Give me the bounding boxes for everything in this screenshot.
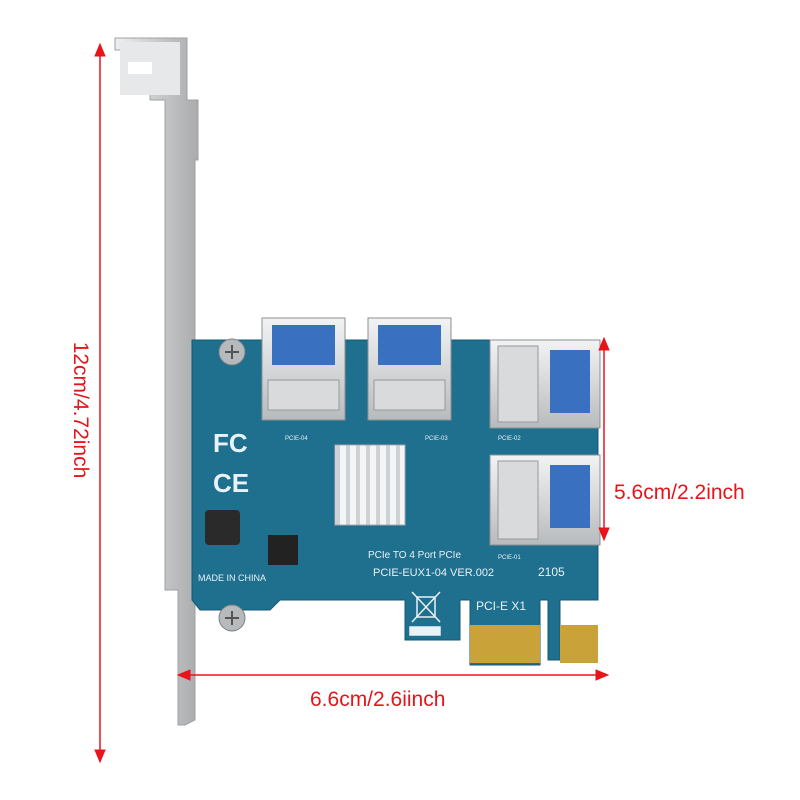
gold-fingers [470,625,598,663]
board-title: PCIe TO 4 Port PCIe [368,550,461,561]
port-label: PCIE-03 [425,436,448,442]
fcc-mark: FC [213,428,248,458]
height-dimension-arrow [94,42,106,764]
weee-bin-icon [409,591,441,636]
chip [268,535,298,565]
interface-label: PCI-E X1 [476,599,526,613]
height-dimension-label: 12cm/4.72inch [69,341,92,479]
usb-port-2 [367,317,452,421]
usb-port-1 [261,317,346,421]
ce-mark: CE [213,468,249,498]
depth-dimension-label: 5.6cm/2.2inch [614,481,745,504]
heatsink [334,444,406,526]
width-dimension-arrow [176,669,610,681]
depth-dimension-arrow [598,336,610,542]
width-dimension-label: 6.6cm/2.6iinch [310,688,446,711]
metal-bracket [114,37,199,726]
usb-port-4 [489,454,601,546]
port-label: PCIE-04 [285,436,308,442]
model-label: PCIE-EUX1-04 VER.002 [373,567,494,579]
date-code: 2105 [538,565,565,579]
usb-port-3 [489,339,601,429]
port-label: PCIE-02 [498,436,521,442]
port-label: PCIE-01 [498,555,521,561]
inductor [205,510,240,545]
made-in-label: MADE IN CHINA [198,573,266,583]
